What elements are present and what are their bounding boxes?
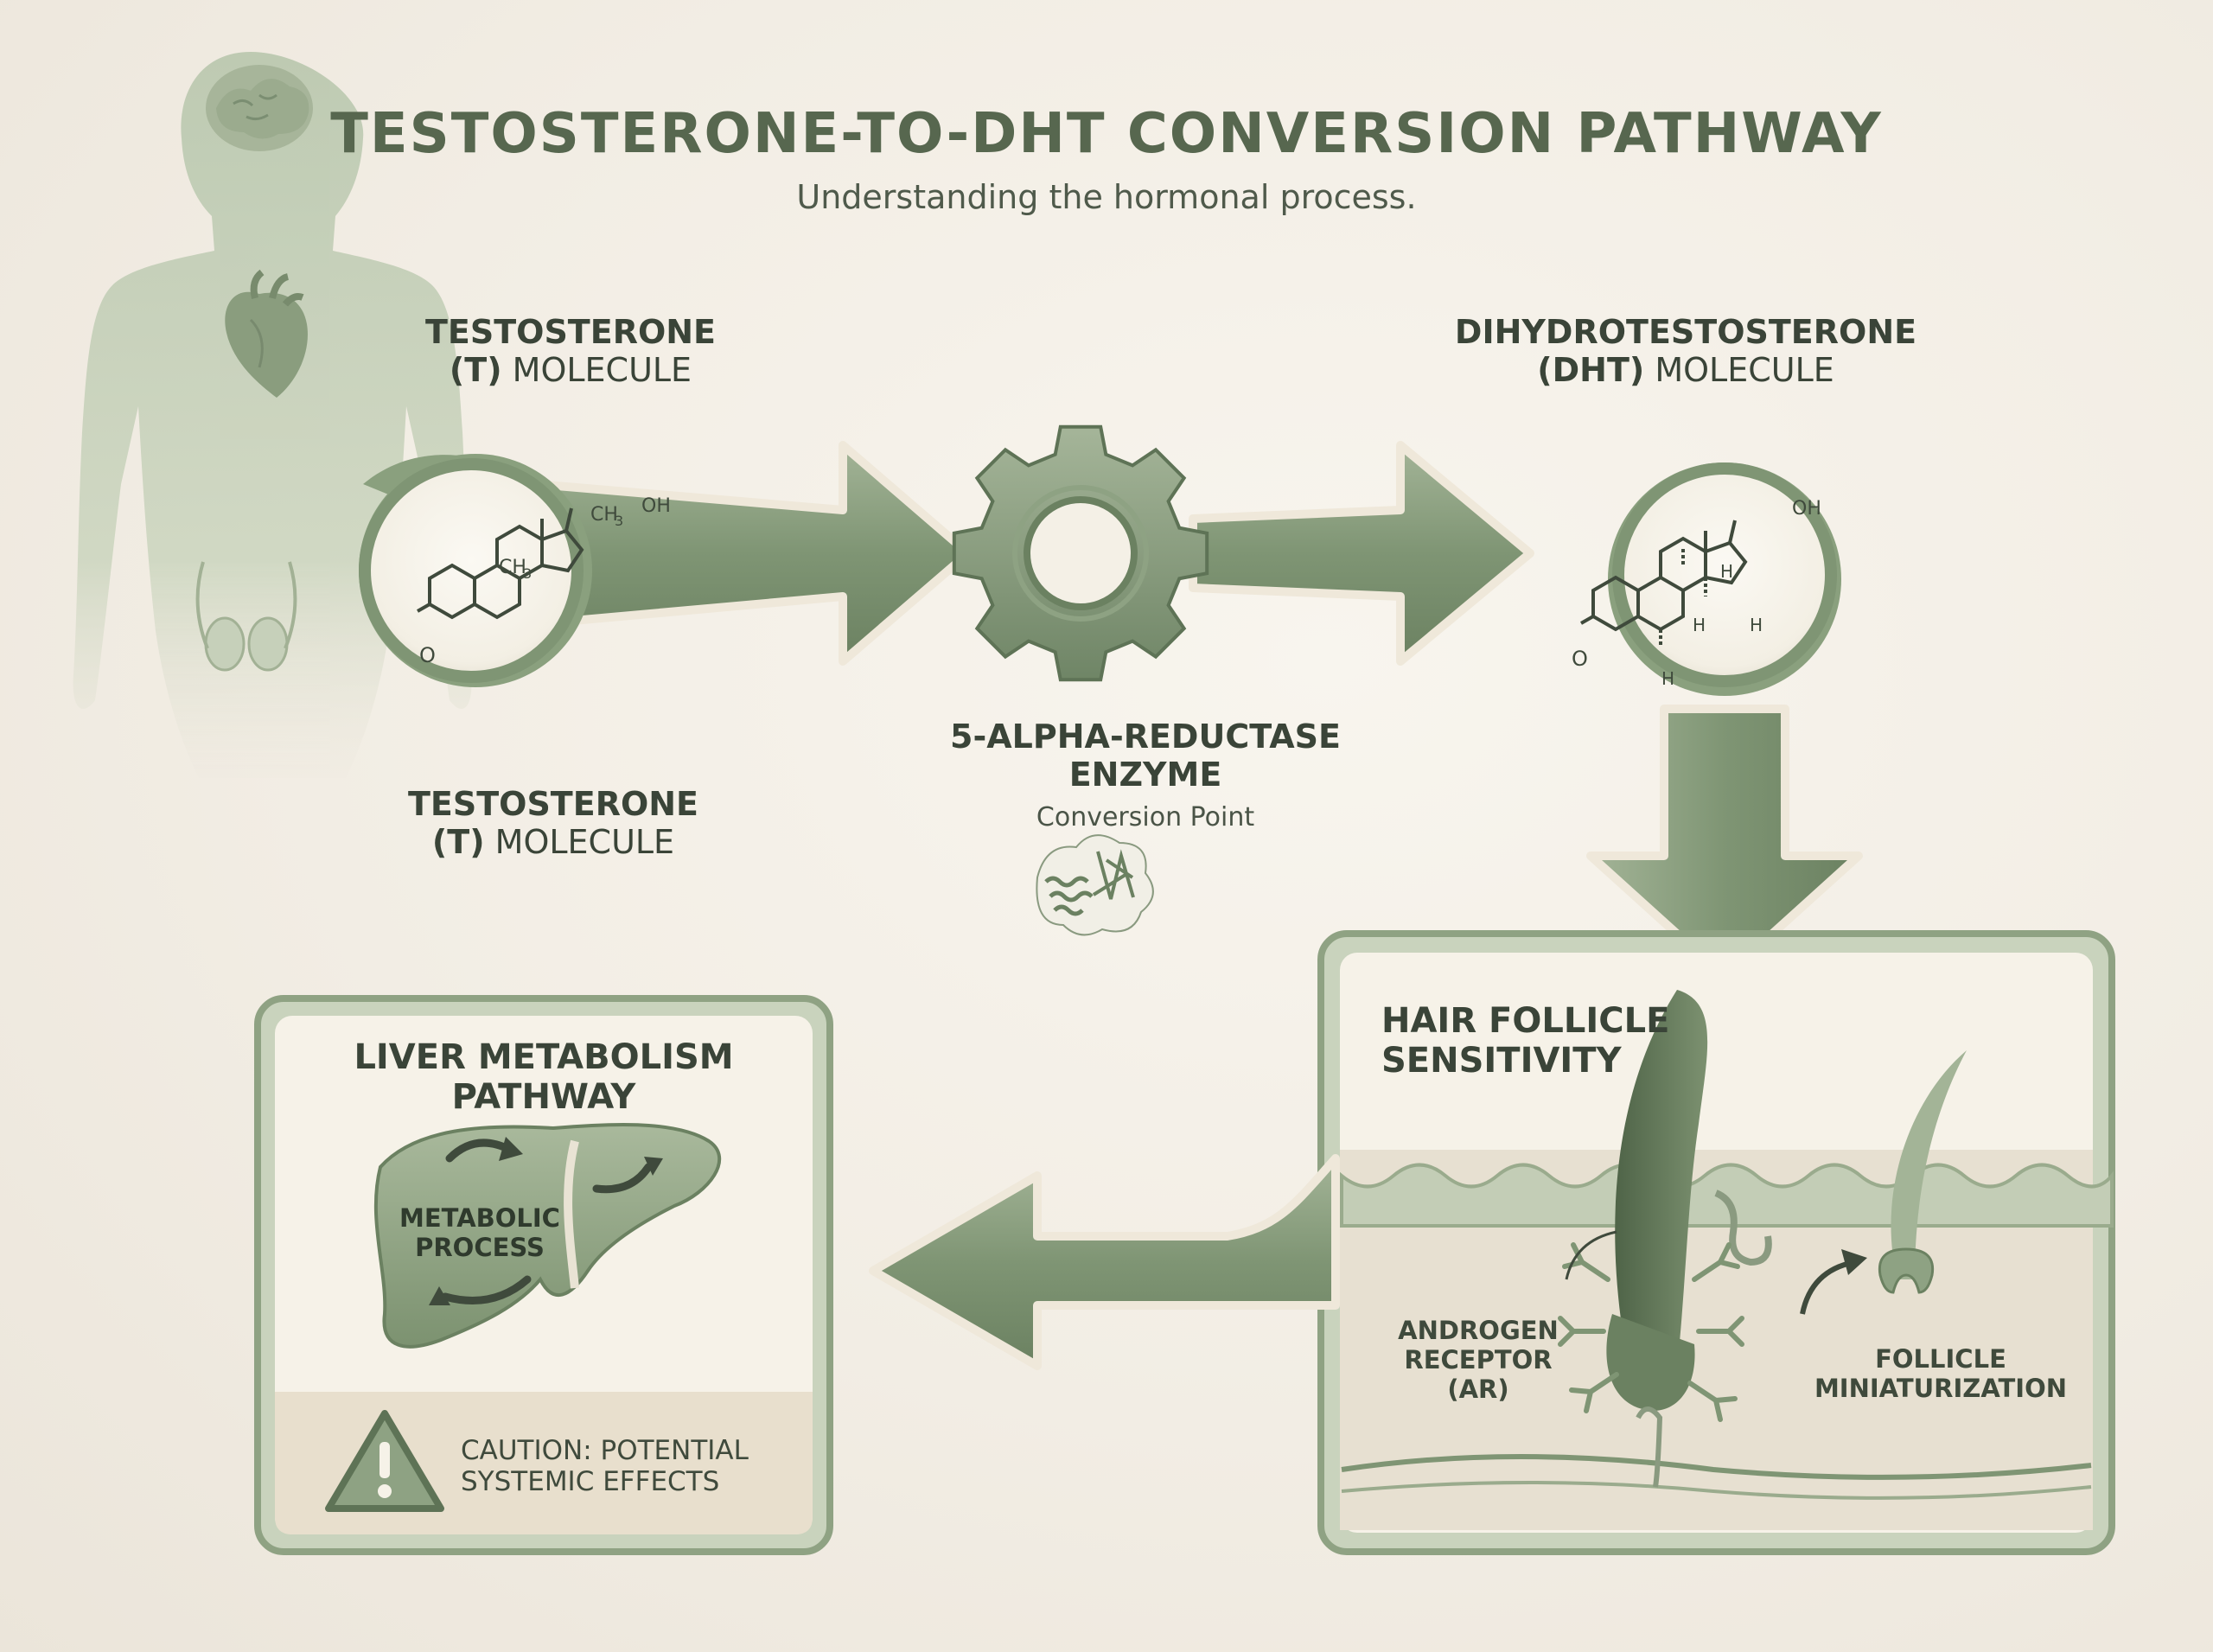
enzyme-line2: ENZYME — [1068, 756, 1222, 794]
liver-panel-title-line1: LIVER METABOLISM — [354, 1037, 734, 1077]
enzyme-subtitle: Conversion Point — [1036, 802, 1255, 832]
receptor-line2: RECEPTOR — [1404, 1345, 1553, 1375]
androgen-receptor-label: ANDROGEN RECEPTOR (AR) — [1374, 1316, 1582, 1404]
arrow-t-to-enzyme — [532, 441, 973, 666]
testosterone-bottom-line1: TESTOSTERONE — [407, 785, 699, 823]
dht-abbrev: (DHT) — [1537, 351, 1645, 389]
t-ch3-top-subscript: 3 — [615, 513, 623, 529]
receptor-line3: (AR) — [1447, 1375, 1509, 1404]
testosterone-top-label: TESTOSTERONE (T) MOLECULE — [376, 313, 765, 389]
arrow-hair-to-liver — [869, 1154, 1340, 1370]
dht-label: DIHYDROTESTOSTERONE (DHT) MOLECULE — [1426, 313, 1945, 389]
enzyme-protein-icon — [1036, 834, 1154, 936]
miniaturization-arrowhead-icon — [1841, 1249, 1867, 1275]
page-title: TESTOSTERONE-TO-DHT CONVERSION PATHWAY — [330, 102, 1883, 166]
hair-follicle-panel — [1317, 930, 2115, 1555]
dht-molecule-circle — [1608, 462, 1841, 696]
t-oh-label: OH — [641, 495, 671, 517]
follicle-miniaturization-label: FOLLICLE MINIATURIZATION — [1811, 1344, 2070, 1403]
liver-panel-title-line2: PATHWAY — [451, 1077, 636, 1117]
liver-panel-title: LIVER METABOLISM PATHWAY — [275, 1037, 813, 1117]
hair-panel-title: HAIR FOLLICLE SENSITIVITY — [1381, 1001, 1669, 1081]
testosterone-top-abbrev: (T) — [449, 351, 502, 389]
t-ch3-top-label: CH — [590, 504, 618, 526]
t-ch3-left-label: CH — [499, 557, 526, 578]
testosterone-top-line1: TESTOSTERONE — [424, 313, 717, 351]
caution-label: CAUTION: POTENTIAL SYSTEMIC EFFECTS — [461, 1435, 749, 1497]
enzyme-gear-icon — [952, 424, 1209, 682]
hair-panel-title-line1: HAIR FOLLICLE — [1381, 1001, 1670, 1041]
receptor-pointer-line — [1565, 1230, 1617, 1280]
androgen-receptor-icon — [1558, 1242, 1744, 1422]
dht-h-label-2: H — [1693, 615, 1706, 635]
t-ch3-left-subscript: 3 — [523, 565, 532, 582]
dht-h-label-4: H — [1661, 668, 1674, 689]
miniaturized-follicle-icon — [1878, 1050, 1967, 1294]
caution-line1: CAUTION: POTENTIAL — [461, 1435, 749, 1466]
testosterone-bottom-label: TESTOSTERONE (T) MOLECULE — [359, 785, 748, 861]
t-oxygen-label: O — [419, 643, 436, 667]
warning-icon — [325, 1410, 444, 1512]
testosterone-bottom-molecule-word: MOLECULE — [484, 823, 675, 861]
hair-strand-icon — [1606, 990, 1772, 1488]
dht-molecule-word: MOLECULE — [1644, 351, 1834, 389]
testosterone-structure-icon — [417, 507, 584, 620]
hair-panel-title-line2: SENSITIVITY — [1381, 1041, 1622, 1081]
dht-oh-label: OH — [1792, 498, 1821, 520]
miniaturization-line2: MINIATURIZATION — [1814, 1374, 2068, 1403]
enzyme-label: 5-ALPHA-REDUCTASE ENZYME Conversion Poin… — [864, 718, 1426, 837]
dht-h-label-3: H — [1750, 615, 1763, 635]
molecule-atom-labels: CH 3 OH CH 3 O OH O H H H H — [419, 495, 1821, 689]
miniaturization-line1: FOLLICLE — [1875, 1344, 2006, 1374]
testosterone-top-molecule-word: MOLECULE — [501, 351, 692, 389]
testosterone-bottom-abbrev: (T) — [431, 823, 485, 861]
metabolic-line2: PROCESS — [415, 1233, 545, 1262]
dht-oxygen-label: O — [1572, 647, 1588, 671]
arrow-enzyme-to-dht — [1189, 441, 1534, 666]
dht-h-label-1: H — [1720, 561, 1733, 582]
testosterone-molecule-circle — [359, 454, 592, 687]
metabolic-process-label: METABOLIC PROCESS — [380, 1203, 579, 1262]
enzyme-line1: 5-ALPHA-REDUCTASE — [950, 718, 1341, 756]
page-subtitle: Understanding the hormonal process. — [796, 178, 1417, 216]
arrow-dht-to-hair — [1586, 705, 1863, 981]
dht-structure-icon — [1580, 520, 1748, 647]
caution-line2: SYSTEMIC EFFECTS — [461, 1466, 720, 1497]
receptor-line1: ANDROGEN — [1398, 1316, 1559, 1345]
metabolic-line1: METABOLIC — [399, 1203, 560, 1233]
dht-line1: DIHYDROTESTOSTERONE — [1454, 313, 1917, 351]
